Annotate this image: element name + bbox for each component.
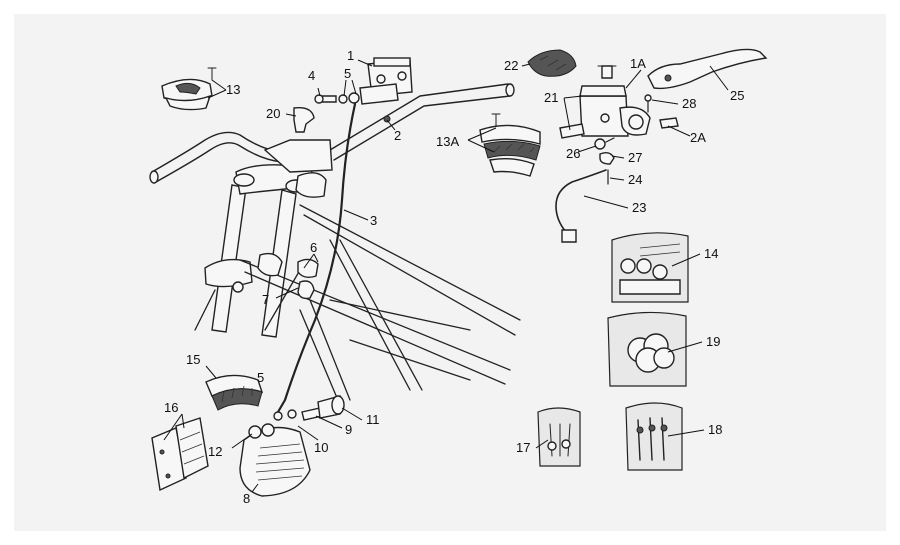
kit-bag-18 bbox=[625, 402, 683, 471]
label-part-10: 10 bbox=[314, 440, 328, 455]
brake-lever bbox=[647, 48, 768, 90]
part-number-labels: 1 1A 2 2A 3 4 5 5 6 7 8 9 10 11 12 13 13… bbox=[164, 48, 744, 506]
label-part-7: 7 bbox=[262, 292, 269, 307]
label-part-12: 12 bbox=[208, 444, 222, 459]
hose-clamps bbox=[297, 258, 319, 300]
label-part-16: 16 bbox=[164, 400, 178, 415]
label-part-6: 6 bbox=[310, 240, 317, 255]
label-part-28: 28 bbox=[682, 96, 696, 111]
reservoir-cap-13A bbox=[479, 113, 541, 177]
label-part-4: 4 bbox=[308, 68, 315, 83]
stoplight-switch-cable bbox=[555, 169, 607, 243]
label-part-27: 27 bbox=[628, 150, 642, 165]
label-part-14: 14 bbox=[704, 246, 718, 261]
label-part-21: 21 bbox=[544, 90, 558, 105]
label-part-18: 18 bbox=[708, 422, 722, 437]
label-part-2A: 2A bbox=[690, 130, 706, 145]
label-part-17: 17 bbox=[516, 440, 530, 455]
front-master-cylinder-assembly bbox=[559, 65, 679, 185]
label-part-5-bottom: 5 bbox=[257, 370, 264, 385]
label-part-25: 25 bbox=[730, 88, 744, 103]
leader-lines bbox=[163, 59, 729, 493]
brake-pad-15 bbox=[205, 374, 264, 411]
label-part-3: 3 bbox=[370, 213, 377, 228]
reservoir-cap-13 bbox=[161, 67, 217, 111]
label-part-5-top: 5 bbox=[344, 66, 351, 81]
label-part-11: 11 bbox=[366, 412, 380, 427]
label-part-22: 22 bbox=[504, 58, 518, 73]
lever-cover-22 bbox=[527, 49, 577, 77]
motorcycle-frame bbox=[149, 83, 521, 406]
master-cylinder-assembly bbox=[293, 57, 413, 133]
label-part-24: 24 bbox=[628, 172, 642, 187]
kit-bag-17 bbox=[537, 407, 581, 467]
label-part-1: 1 bbox=[347, 48, 354, 63]
label-part-15: 15 bbox=[186, 352, 200, 367]
kit-bag-19 bbox=[607, 311, 687, 387]
label-part-13: 13 bbox=[226, 82, 240, 97]
label-part-19: 19 bbox=[706, 334, 720, 349]
label-part-26: 26 bbox=[566, 146, 580, 161]
label-part-20: 20 bbox=[266, 106, 280, 121]
kit-bag-14 bbox=[611, 232, 689, 303]
brake-pads-16 bbox=[151, 417, 209, 492]
label-part-1A: 1A bbox=[630, 56, 646, 71]
label-part-2: 2 bbox=[394, 128, 401, 143]
label-part-8: 8 bbox=[243, 491, 250, 506]
label-part-13A: 13A bbox=[436, 134, 459, 149]
label-part-9: 9 bbox=[345, 422, 352, 437]
label-part-23: 23 bbox=[632, 200, 646, 215]
brake-caliper-assembly bbox=[239, 395, 345, 497]
